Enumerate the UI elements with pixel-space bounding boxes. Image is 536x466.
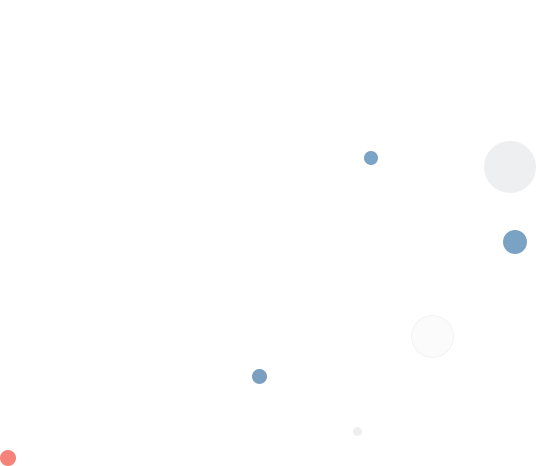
faint-ring-dot: [411, 315, 454, 358]
coral-dot: [0, 450, 16, 466]
gray-dot-large: [484, 141, 536, 193]
gray-dot-tiny: [353, 427, 362, 436]
blue-dot-small: [364, 151, 378, 165]
blue-dot-small: [252, 369, 267, 384]
blue-dot-medium: [503, 230, 527, 254]
